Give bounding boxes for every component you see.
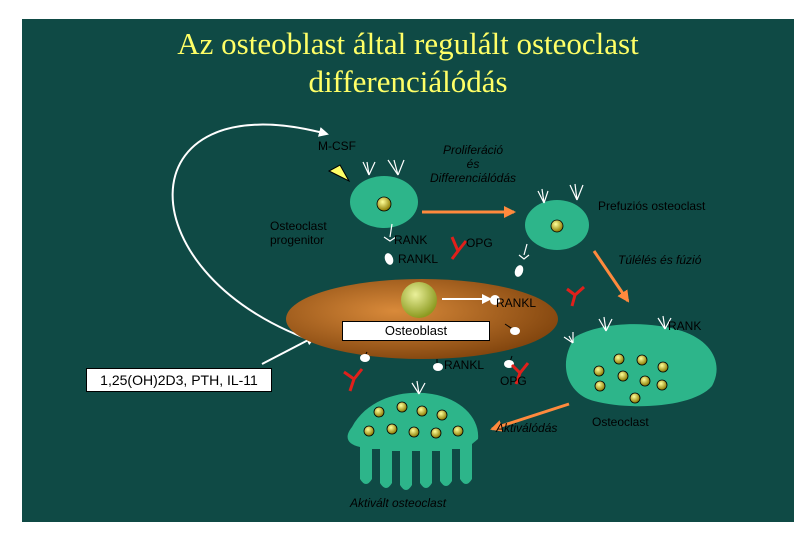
rankl-ligand-right (514, 265, 524, 277)
opg-top (450, 236, 468, 260)
progenitor-label-1: Osteoclast (270, 219, 327, 233)
rank-label-right: RANK (668, 319, 702, 333)
osteoclast-cell (563, 315, 717, 407)
prefusion-cell (525, 183, 589, 250)
activated-osteoclast-label: Aktivált osteoclast (350, 496, 447, 510)
title-line-1: Az osteoblast által regulált osteoclast (177, 26, 639, 61)
rankl-ligand-mid (490, 295, 500, 305)
diagram-graphics (171, 123, 717, 490)
opg-bottom-right (510, 362, 530, 385)
proliferation-label-2: és (466, 157, 480, 171)
activation-arrow (490, 402, 570, 432)
progenitor-label-2: progenitor (270, 233, 325, 247)
opg-label-top: OPG (466, 236, 493, 250)
activated-osteoclast-cell (347, 380, 479, 490)
rankl-label-mid: RANKL (496, 296, 537, 310)
rank-receptor-top (383, 223, 397, 242)
rankl-label-bottom: RANKL (444, 358, 485, 372)
proliferation-label-1: Proliferáció (442, 143, 504, 157)
rank-label-top: RANK (394, 233, 428, 247)
hormone-arrow (261, 336, 316, 365)
mcsf-triangle (327, 164, 351, 183)
fusion-arrow (592, 250, 630, 303)
osteoblast-label: Osteoblast (342, 321, 490, 341)
rankl-label-top: RANKL (398, 252, 439, 266)
survival-label: Túlélés és fúzió (618, 253, 702, 267)
opg-right (566, 285, 585, 307)
rankl-ligand-top (384, 253, 394, 265)
opg-label-bottom: OPG (500, 374, 527, 388)
proliferation-label-3: Differenciálódás (429, 171, 517, 185)
title-line-2: differenciálódás (308, 64, 508, 99)
mcsf-label: M-CSF (318, 139, 356, 153)
hormones-label: 1,25(OH)2D3, PTH, IL-11 (86, 368, 272, 392)
mcsf-loop-arrow (171, 123, 329, 345)
activation-label: Aktiválódás (496, 421, 558, 435)
opg-bottom-left (343, 368, 364, 392)
slide-canvas: Az osteoblast által regulált osteoclast … (22, 19, 794, 522)
prefusion-label: Prefuziós osteoclast (598, 199, 706, 213)
osteoclast-label: Osteoclast (592, 415, 649, 429)
osteoblast-cell (286, 279, 558, 359)
progenitor-cell (350, 159, 418, 228)
